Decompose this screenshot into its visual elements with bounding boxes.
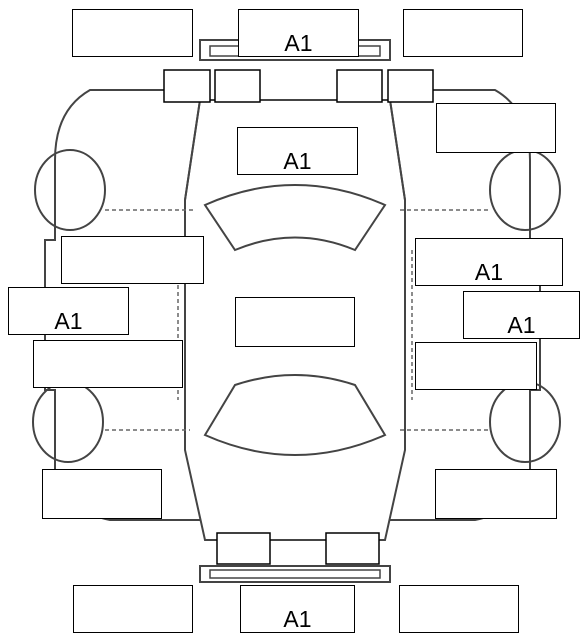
label-front-top-center: A1 — [238, 9, 359, 57]
label-front-top-left — [72, 9, 193, 57]
wheel-front-left — [34, 149, 106, 231]
rear-light-right — [325, 532, 380, 565]
label-right-front-upper — [436, 103, 556, 153]
label-left-front-door — [61, 236, 204, 284]
label-right-side: A1 — [463, 291, 580, 339]
windshield — [203, 184, 387, 252]
wheel-rear-right — [489, 381, 561, 463]
label-right-front-door: A1 — [415, 238, 563, 286]
label-rear-bottom-right — [399, 585, 519, 633]
front-light-left-inner — [214, 69, 261, 103]
label-left-rear-door — [33, 340, 183, 388]
label-rear-bottom-center: A1 — [240, 585, 355, 633]
front-light-right-outer — [387, 69, 434, 103]
rear-window — [203, 374, 387, 456]
label-right-rear-lower — [435, 469, 557, 519]
rear-light-left — [216, 532, 271, 565]
front-light-right-inner — [336, 69, 383, 103]
label-front-top-right — [403, 9, 523, 57]
rear-bumper — [199, 565, 391, 583]
front-light-left-outer — [163, 69, 211, 103]
label-left-rear-lower — [42, 469, 162, 519]
wheel-front-right — [489, 149, 561, 231]
label-right-rear-door — [415, 342, 537, 390]
label-hood-center: A1 — [237, 127, 358, 175]
label-rear-bottom-left — [73, 585, 193, 633]
label-left-side: A1 — [8, 287, 129, 335]
wheel-rear-left — [32, 381, 104, 463]
label-roof-center — [235, 297, 355, 347]
